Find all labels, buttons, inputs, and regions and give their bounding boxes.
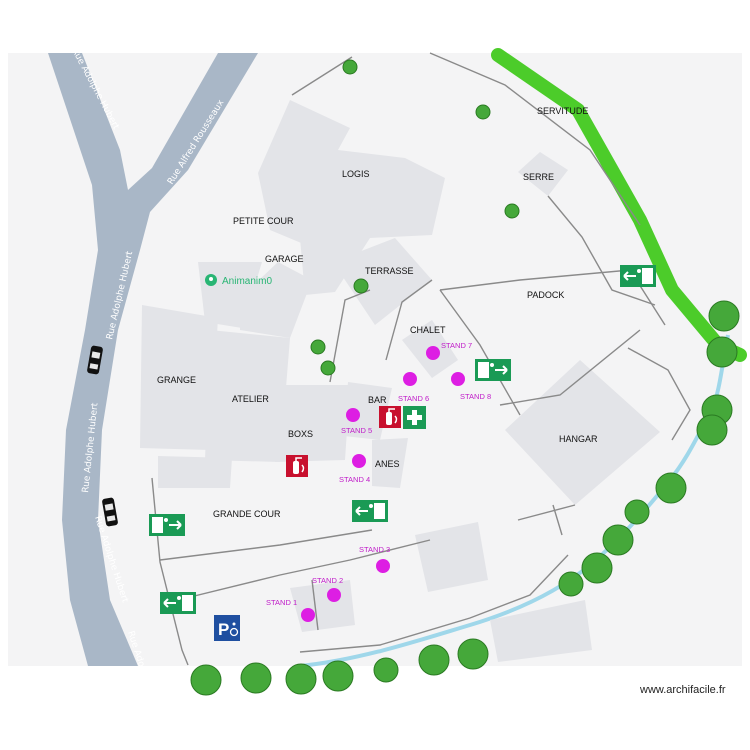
tree-icon (240, 662, 272, 694)
area-labels: SERVITUDE SERRE LOGIS PETITE COUR GARAGE… (157, 106, 598, 519)
tree-icon (190, 664, 222, 696)
area-garage: GARAGE (265, 254, 304, 264)
fire-extinguisher-icon (379, 406, 401, 428)
tree-icon (285, 663, 317, 695)
credit-text: www.archifacile.fr (640, 684, 726, 696)
poi-label: Animanim0 (222, 276, 272, 287)
tree-icon (475, 104, 491, 120)
trees (190, 59, 740, 696)
roads (48, 53, 258, 666)
exit-signs (149, 265, 656, 614)
tree-icon (322, 660, 354, 692)
tree-icon (602, 524, 634, 556)
tree-icon (706, 336, 738, 368)
tree-icon (373, 657, 399, 683)
exit-sign-icon (160, 592, 196, 614)
area-grange: GRANGE (157, 375, 196, 385)
area-servitude: SERVITUDE (537, 106, 588, 116)
stand-marker (327, 588, 341, 602)
stand-label: STAND 5 (341, 426, 372, 435)
stand-label: STAND 8 (460, 392, 491, 401)
area-petite-cour: PETITE COUR (233, 216, 294, 226)
area-serre: SERRE (523, 172, 554, 182)
exit-sign-icon (620, 265, 656, 287)
area-atelier: ATELIER (232, 394, 269, 404)
tree-icon (504, 203, 520, 219)
stand-label: STAND 6 (398, 394, 429, 403)
stand-marker (346, 408, 360, 422)
area-grande-cour: GRANDE COUR (213, 509, 281, 519)
tree-icon (581, 552, 613, 584)
stand-marker (451, 372, 465, 386)
stand-marker (352, 454, 366, 468)
area-hangar: HANGAR (559, 434, 598, 444)
area-padock: PADOCK (527, 290, 564, 300)
car-icon (87, 345, 103, 375)
tree-icon (353, 278, 369, 294)
exit-sign-icon (149, 514, 185, 536)
area-anes: ANES (375, 459, 400, 469)
tree-icon (342, 59, 358, 75)
svg-text:P: P (218, 620, 229, 639)
tree-icon (696, 414, 728, 446)
first-aid-icon (403, 406, 426, 429)
buildings (140, 100, 660, 662)
tree-icon (655, 472, 687, 504)
car-icon (102, 497, 118, 527)
parking-accessible-icon: P (214, 615, 240, 641)
tree-icon (320, 360, 336, 376)
stand-label: STAND 1 (266, 598, 297, 607)
area-bar: BAR (368, 395, 387, 405)
stand-label: STAND 4 (339, 475, 370, 484)
stand-marker (301, 608, 315, 622)
stand-marker (376, 559, 390, 573)
area-boxs: BOXS (288, 429, 313, 439)
poi-animanim[interactable]: Animanim0 (205, 274, 272, 287)
stands (301, 346, 465, 622)
fire-extinguisher-icon (286, 455, 308, 477)
stand-marker (403, 372, 417, 386)
tree-icon (310, 339, 326, 355)
stand-label: STAND 3 (359, 545, 390, 554)
tree-icon (708, 300, 740, 332)
stand-labels: STAND 1 STAND 2 STAND 3 STAND 4 STAND 5 … (266, 341, 491, 607)
tree-icon (558, 571, 584, 597)
tree-icon (457, 638, 489, 670)
stand-label: STAND 7 (441, 341, 472, 350)
area-chalet: CHALET (410, 325, 446, 335)
cars (87, 345, 118, 527)
area-terrasse: TERRASSE (365, 266, 414, 276)
tree-icon (418, 644, 450, 676)
stand-marker (426, 346, 440, 360)
stand-label: STAND 2 (312, 576, 343, 585)
area-logis: LOGIS (342, 169, 370, 179)
exit-sign-icon (475, 359, 511, 381)
exit-sign-icon (352, 500, 388, 522)
tree-icon (624, 499, 650, 525)
safety-signs: P (214, 406, 426, 641)
